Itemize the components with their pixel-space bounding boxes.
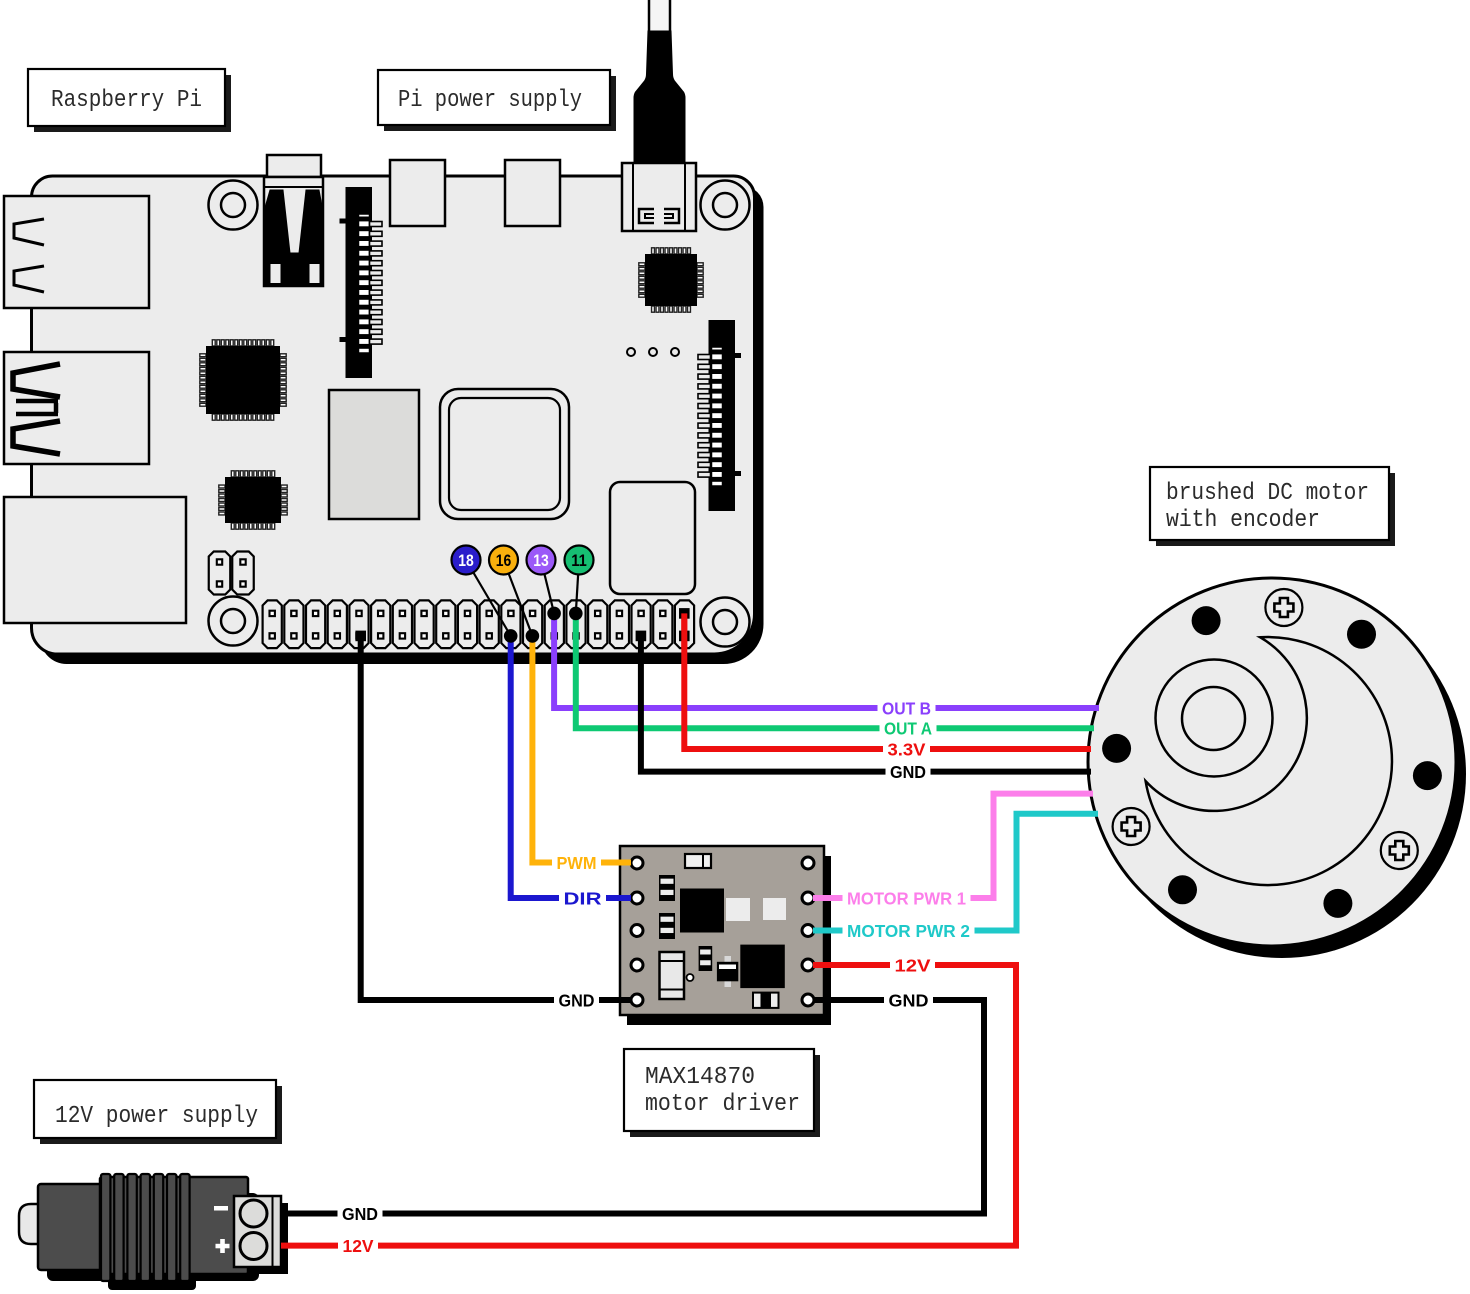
- svg-text:brushed DC motor: brushed DC motor: [1166, 480, 1369, 507]
- svg-text:GND: GND: [889, 990, 929, 1010]
- svg-text:MAX14870: MAX14870: [645, 1064, 755, 1091]
- svg-text:MOTOR PWR 2: MOTOR PWR 2: [847, 921, 970, 941]
- svg-text:MOTOR PWR 1: MOTOR PWR 1: [847, 888, 966, 908]
- svg-text:13: 13: [533, 551, 549, 570]
- svg-text:GND: GND: [890, 762, 926, 782]
- svg-text:12V: 12V: [343, 1236, 374, 1256]
- svg-text:GND: GND: [559, 990, 595, 1010]
- svg-text:3.3V: 3.3V: [888, 739, 926, 759]
- svg-text:12V power supply: 12V power supply: [55, 1103, 258, 1130]
- svg-text:OUT B: OUT B: [882, 698, 931, 718]
- svg-text:Raspberry Pi: Raspberry Pi: [51, 87, 202, 114]
- svg-text:18: 18: [458, 551, 474, 570]
- svg-text:Pi power supply: Pi power supply: [398, 87, 582, 114]
- svg-text:11: 11: [571, 551, 587, 570]
- svg-text:motor driver: motor driver: [645, 1091, 800, 1118]
- svg-text:DIR: DIR: [564, 888, 602, 908]
- svg-text:12V: 12V: [895, 955, 931, 975]
- svg-text:16: 16: [496, 551, 512, 570]
- svg-text:GND: GND: [342, 1204, 378, 1224]
- svg-text:OUT A: OUT A: [884, 719, 932, 739]
- svg-text:PWM: PWM: [557, 853, 597, 873]
- svg-text:with encoder: with encoder: [1166, 507, 1320, 534]
